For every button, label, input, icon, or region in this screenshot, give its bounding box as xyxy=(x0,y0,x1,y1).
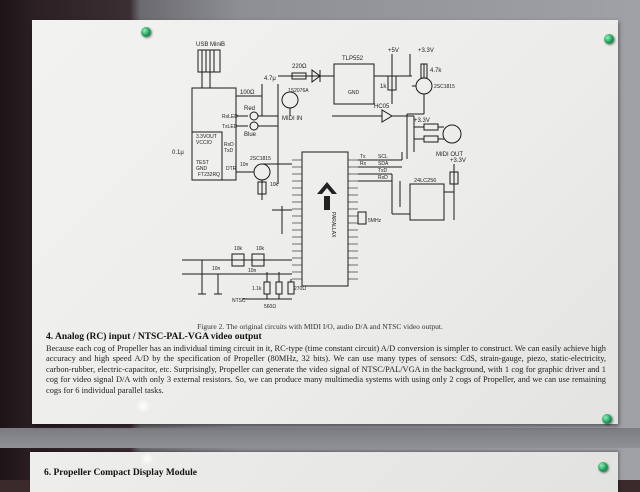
label-c10n-c: 10n xyxy=(248,268,257,274)
label-r1k: 1k xyxy=(380,84,387,90)
label-txd: TxD xyxy=(224,148,234,154)
label-diode: 1S2076A xyxy=(288,88,309,94)
label-ntsc: NTSC xyxy=(232,298,246,304)
label-scl: SCL xyxy=(378,154,388,160)
label-xtal: 5MHz xyxy=(368,218,382,224)
label-gnd2: GND xyxy=(196,166,208,172)
label-plus3v3-a: +3.3V xyxy=(418,48,434,54)
dark-board-edge xyxy=(0,0,30,480)
label-r10k-c: 10k xyxy=(256,246,265,252)
label-r220: 220Ω xyxy=(292,64,307,70)
label-usb-minib: USB MiniB xyxy=(196,42,225,48)
label-red: Red xyxy=(244,106,255,112)
flash-glare xyxy=(136,398,150,414)
label-gnd: GND xyxy=(348,90,360,96)
label-blue: Blue xyxy=(244,132,257,138)
label-midi-out: MIDI OUT xyxy=(436,152,463,158)
next-section-title: 6. Propeller Compact Display Module xyxy=(44,468,197,478)
label-sda: SDA xyxy=(378,161,389,167)
label-hc05: HC05 xyxy=(374,104,390,110)
label-ft232rq: FT232RQ xyxy=(198,172,220,178)
label-c10n-b: 10n xyxy=(212,266,221,272)
board-gap xyxy=(0,428,640,448)
label-txled: TxLED xyxy=(222,124,238,130)
label-r270: 270Ω xyxy=(294,286,306,292)
label-test: TEST xyxy=(196,160,209,166)
figure-caption: Figure 2. The original circuits with MID… xyxy=(197,322,443,331)
label-r1k1: 1.1k xyxy=(252,286,262,292)
label-midi-in: MIDI IN xyxy=(282,116,302,122)
label-dtr: DTR xyxy=(226,166,237,172)
label-cap47: 4.7μ xyxy=(264,76,276,82)
label-r47k: 4.7k xyxy=(430,68,442,74)
label-rxd2: RxD xyxy=(378,175,388,181)
label-rxled: RxLED xyxy=(222,114,238,120)
section-title: 4. Analog (RC) input / NTSC-PAL-VGA vide… xyxy=(46,332,262,342)
flash-glare-2 xyxy=(140,452,154,466)
section-body: Because each cog of Propeller has an ind… xyxy=(46,344,606,395)
label-vccio: VCCIO xyxy=(196,140,212,146)
poster-sheet xyxy=(32,20,618,424)
label-plus5v: +5V xyxy=(388,48,399,54)
label-tlp552: TLP552 xyxy=(342,56,364,62)
label-r10k-b: 10k xyxy=(234,246,243,252)
label-tx: Tx xyxy=(360,154,366,160)
label-txd2: TxD xyxy=(378,168,388,174)
pushpin-top-left xyxy=(141,27,151,37)
label-c10n: 10n xyxy=(240,162,249,168)
label-plus3v3-c: +3.3V xyxy=(450,158,466,164)
label-r560: 560Ω xyxy=(264,304,276,310)
label-rxd: RxD xyxy=(224,142,234,148)
label-rx: Rx xyxy=(360,161,367,167)
circuit-schematic: USB MiniB 220Ω 1S2076A TLP552 +5V +3.3V … xyxy=(172,42,466,310)
label-2sc1815-midi: 2SC1815 xyxy=(434,84,455,90)
label-parallax: PARALLAX xyxy=(330,212,336,238)
pushpin-next-poster xyxy=(598,462,608,472)
label-2sc1815-reset: 2SC1815 xyxy=(250,156,271,162)
pushpin-bottom-right xyxy=(602,414,612,424)
label-24lc256: 24LC256 xyxy=(414,178,436,184)
label-r100: 100Ω xyxy=(240,90,255,96)
label-v33out: 3.3VOUT xyxy=(196,134,217,140)
label-plus3v3-b: +3.3V xyxy=(414,118,430,124)
label-c01: 0.1μ xyxy=(172,150,184,156)
pushpin-top-right xyxy=(604,34,614,44)
label-r10k: 10k xyxy=(270,182,279,188)
